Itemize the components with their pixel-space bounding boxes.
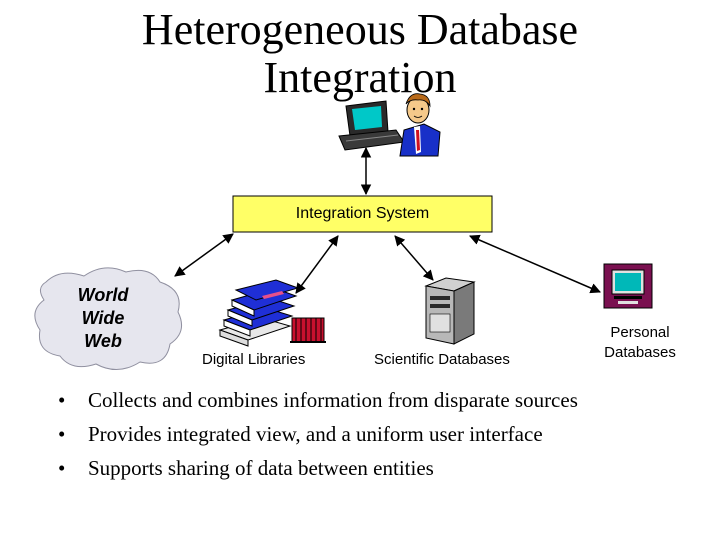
user-workstation-icon — [338, 100, 405, 151]
bullet-item: Collects and combines information from d… — [58, 383, 578, 417]
bullet-item: Provides integrated view, and a uniform … — [58, 417, 578, 451]
world-wide-web-label: World Wide Web — [58, 284, 148, 353]
server-tower-icon — [424, 277, 476, 345]
www-line-3: Web — [84, 331, 122, 351]
slide-title: Heterogeneous Database Integration — [0, 6, 720, 102]
person-icon — [399, 93, 441, 157]
connector-personal-databases — [469, 234, 601, 294]
computer-terminal-icon — [603, 263, 653, 309]
www-line-2: Wide — [81, 308, 125, 328]
bullet-list: Collects and combines information from d… — [58, 383, 578, 485]
scientific-databases-label: Scientific Databases — [374, 351, 510, 368]
digital-libraries-label: Digital Libraries — [202, 351, 306, 368]
title-line-2: Integration — [263, 53, 457, 102]
www-line-1: World — [77, 285, 129, 305]
personal-databases-line-1: Personal — [610, 324, 670, 341]
connector-digital-libraries — [295, 235, 339, 294]
cloud-icon — [34, 267, 183, 370]
books-icon — [218, 279, 326, 347]
bullet-item: Supports sharing of data between entitie… — [58, 451, 578, 485]
connector-scientific-databases — [394, 235, 434, 281]
title-line-1: Heterogeneous Database — [141, 5, 579, 54]
integration-system-label: Integration System — [295, 205, 430, 222]
personal-databases-label: Personal Databases — [588, 323, 692, 363]
personal-databases-line-2: Databases — [604, 344, 676, 361]
connector-web — [174, 233, 234, 277]
integration-system-box — [232, 195, 493, 233]
